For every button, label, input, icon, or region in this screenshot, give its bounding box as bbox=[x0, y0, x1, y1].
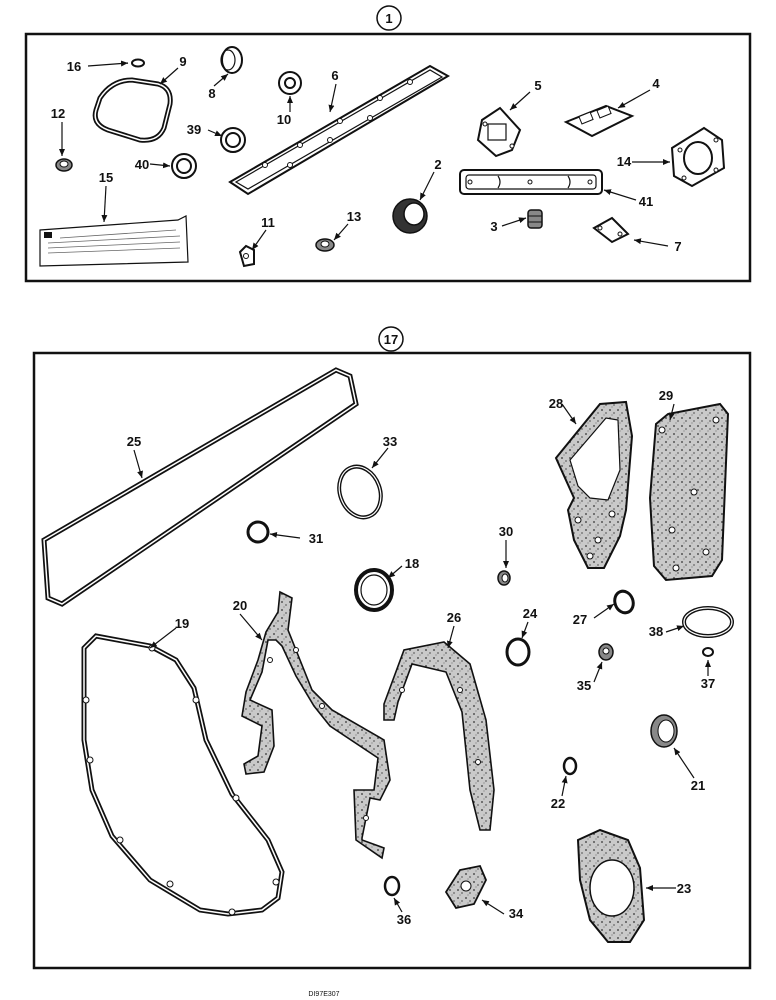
callout-35: 35 bbox=[577, 678, 591, 693]
callout-33: 33 bbox=[383, 434, 397, 449]
callout-39: 39 bbox=[187, 122, 201, 137]
callout-36: 36 bbox=[397, 912, 411, 927]
part-20-front-cover-gasket bbox=[241, 590, 391, 860]
part-31-oring bbox=[246, 520, 270, 544]
callout-31: 31 bbox=[309, 531, 323, 546]
part-37-small-oring bbox=[702, 647, 714, 657]
part-29-plate-gasket bbox=[648, 402, 730, 582]
callout-24: 24 bbox=[523, 606, 538, 621]
callout-26: 26 bbox=[447, 610, 461, 625]
part-13-seal bbox=[315, 238, 335, 252]
callout-22: 22 bbox=[551, 796, 565, 811]
part-28-oil-cooler-gasket bbox=[554, 400, 634, 569]
callout-10: 10 bbox=[277, 112, 291, 127]
callout-8: 8 bbox=[208, 86, 215, 101]
callout-4: 4 bbox=[652, 76, 660, 91]
part-16-small-oring bbox=[131, 58, 145, 68]
part-14-exhaust-gasket bbox=[670, 126, 726, 188]
part-3-grommet bbox=[527, 209, 543, 229]
callout-37: 37 bbox=[701, 676, 715, 691]
part-39-ring bbox=[220, 127, 246, 153]
part-22-oring bbox=[562, 756, 578, 776]
callout-6: 6 bbox=[331, 68, 338, 83]
group-1-callout: 1 bbox=[376, 5, 402, 31]
callout-28: 28 bbox=[549, 396, 563, 411]
part-4-flange-gasket bbox=[563, 104, 635, 138]
part-34-gasket bbox=[444, 864, 487, 910]
callout-19: 19 bbox=[175, 616, 189, 631]
callout-27: 27 bbox=[573, 612, 587, 627]
callout-29: 29 bbox=[659, 388, 673, 403]
callout-21: 21 bbox=[691, 778, 705, 793]
callout-40: 40 bbox=[135, 157, 149, 172]
callout-25: 25 bbox=[127, 434, 141, 449]
callout-15: 15 bbox=[99, 170, 113, 185]
part-18-ring bbox=[354, 568, 394, 612]
callout-18: 18 bbox=[405, 556, 419, 571]
part-38-oring bbox=[682, 606, 734, 638]
callout-14: 14 bbox=[617, 154, 632, 169]
part-24-oring bbox=[505, 637, 531, 667]
part-30-small-ring bbox=[497, 570, 511, 586]
callout-2: 2 bbox=[434, 157, 441, 172]
callout-23: 23 bbox=[677, 881, 691, 896]
group-17-callout: 17 bbox=[378, 326, 404, 352]
part-6-rocker-cover-gasket bbox=[228, 64, 451, 196]
part-19-gear-housing-gasket bbox=[81, 633, 285, 917]
callout-7: 7 bbox=[674, 239, 681, 254]
part-27-oring bbox=[613, 589, 635, 615]
part-12-seal bbox=[55, 158, 73, 172]
part-5-gasket bbox=[476, 106, 522, 158]
callout-34: 34 bbox=[509, 906, 524, 921]
callout-13: 13 bbox=[347, 209, 361, 224]
part-8-plug bbox=[220, 46, 243, 74]
part-11-clip bbox=[238, 244, 255, 268]
callout-30: 30 bbox=[499, 524, 513, 539]
part-2-crankshaft-seal bbox=[392, 198, 428, 234]
part-10-washer bbox=[278, 71, 302, 95]
part-15-decal bbox=[39, 215, 189, 267]
part-36-oring bbox=[383, 875, 401, 897]
callout-3: 3 bbox=[490, 219, 497, 234]
group-17-label: 17 bbox=[384, 332, 398, 347]
callout-9: 9 bbox=[179, 54, 186, 69]
part-26-cover-gasket bbox=[383, 641, 495, 831]
callout-16: 16 bbox=[67, 59, 81, 74]
part-23-flange-gasket bbox=[576, 828, 646, 943]
part-9-rectangular-seal bbox=[92, 77, 173, 143]
part-41-strip-gasket bbox=[459, 169, 603, 195]
callout-11: 11 bbox=[261, 215, 275, 230]
group-1-label: 1 bbox=[385, 11, 392, 26]
callout-38: 38 bbox=[649, 624, 663, 639]
part-40-ring bbox=[171, 153, 197, 179]
callout-12: 12 bbox=[51, 106, 65, 121]
part-33-oring bbox=[337, 464, 383, 520]
callout-41: 41 bbox=[639, 194, 653, 209]
part-35-grommet bbox=[598, 643, 614, 661]
part-7-gasket bbox=[592, 216, 630, 244]
callout-5: 5 bbox=[534, 78, 541, 93]
reference-code: DI97E307 bbox=[308, 991, 339, 998]
part-25-long-gasket bbox=[41, 367, 359, 607]
callout-20: 20 bbox=[233, 598, 247, 613]
part-21-seal-ring bbox=[650, 714, 678, 748]
